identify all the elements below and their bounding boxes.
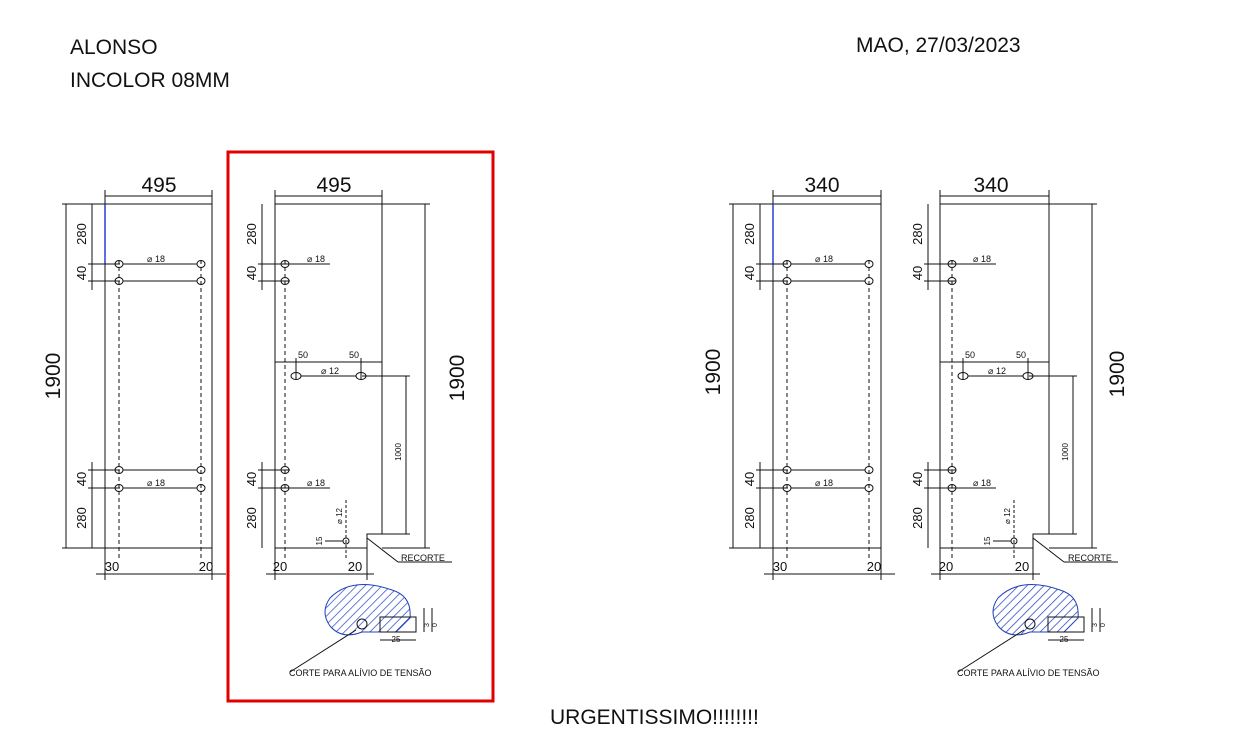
glass-material: INCOLOR 08MM	[70, 69, 230, 92]
header-date: MAO, 27/03/2023	[856, 34, 1021, 57]
panel-d-hole-top: ⌀ 18	[973, 254, 991, 264]
panel-b-relief: CORTE PARA ALÍVIO DE TENSÃO	[289, 668, 432, 678]
panel-c-width: 340	[804, 174, 839, 197]
panel-d-edge-right: 20	[1015, 559, 1029, 574]
panel-d-d-top1: 280	[910, 223, 925, 245]
panel-d-hole-bot: ⌀ 18	[973, 478, 991, 488]
panel-a	[62, 190, 226, 580]
panel-d-height: 1900	[1106, 351, 1129, 398]
panel-c-height: 1900	[702, 349, 725, 396]
panel-a-d-bot1: 40	[74, 472, 89, 486]
panel-a-edge-left: 30	[105, 559, 119, 574]
panel-d-recess: 1000	[1061, 443, 1070, 461]
panel-d-off-right: 50	[1016, 350, 1026, 360]
highlight-frame	[226, 150, 495, 703]
panel-a-width: 495	[141, 174, 176, 197]
panel-a-height: 1900	[42, 353, 65, 400]
panel-c-d-bot2: 280	[742, 507, 757, 529]
panel-c-d-top1: 280	[742, 223, 757, 245]
panel-b-detail-h2: 0	[432, 623, 439, 627]
panel-b-off-left: 50	[298, 350, 308, 360]
panel-b-small-off: 15	[315, 536, 324, 545]
panel-d-detail-w: 25	[1060, 635, 1069, 644]
panel-b-width: 495	[316, 174, 351, 197]
panel-b-edge-right: 20	[348, 559, 362, 574]
panel-b	[258, 190, 452, 673]
panel-c	[729, 190, 895, 580]
panel-d-relief: CORTE PARA ALÍVIO DE TENSÃO	[957, 668, 1100, 678]
panel-b-recess: 1000	[394, 443, 403, 461]
panel-b-off-right: 50	[349, 350, 359, 360]
panel-a-d-bot2: 280	[74, 507, 89, 529]
panel-a-d-top2: 40	[74, 266, 89, 280]
urgent-note: URGENTISSIMO!!!!!!!!	[550, 706, 759, 729]
panel-c-hole-bot: ⌀ 18	[815, 478, 833, 488]
panel-a-hole-bot: ⌀ 18	[147, 478, 165, 488]
header-left: ALONSO INCOLOR 08MM	[70, 31, 230, 97]
panel-b-height: 1900	[446, 355, 469, 402]
panel-d-recorte: RECORTE	[1068, 553, 1112, 563]
panel-d-detail-h2: 0	[1100, 623, 1107, 627]
panel-d-hole-small: ⌀ 12	[1003, 507, 1012, 523]
panel-d-edge-left: 20	[939, 559, 953, 574]
panel-b-edge-left: 20	[273, 559, 287, 574]
panel-d-d-bot1: 40	[910, 472, 925, 486]
panel-a-labels: 495 1900 280 40 40 280 ⌀ 18 ⌀ 18 30 20	[42, 174, 213, 574]
panel-b-d-bot1: 40	[244, 472, 259, 486]
panel-d-d-top2: 40	[910, 266, 925, 280]
panel-d-width: 340	[973, 174, 1008, 197]
panel-b-d-bot2: 280	[244, 507, 259, 529]
panel-d-hole-mid: ⌀ 12	[988, 366, 1006, 376]
panel-c-labels: 340 1900 280 40 40 280 ⌀ 18 ⌀ 18 30 20	[702, 174, 881, 574]
panel-b-d-top1: 280	[244, 223, 259, 245]
panel-a-hole-top: ⌀ 18	[147, 254, 165, 264]
panel-b-hole-mid: ⌀ 12	[321, 366, 339, 376]
panel-a-d-top1: 280	[74, 223, 89, 245]
panel-d-d-bot2: 280	[910, 507, 925, 529]
panel-d-detail-h: 3	[1092, 623, 1099, 627]
panel-c-edge-right: 20	[867, 559, 881, 574]
client-name: ALONSO	[70, 36, 158, 59]
panel-d-small-off: 15	[983, 536, 992, 545]
panel-c-d-bot1: 40	[742, 472, 757, 486]
panel-b-detail-w: 25	[392, 635, 401, 644]
panel-b-detail-h: 3	[424, 623, 431, 627]
panel-b-hole-top: ⌀ 18	[307, 254, 325, 264]
panel-c-edge-left: 30	[773, 559, 787, 574]
panel-d-off-left: 50	[965, 350, 975, 360]
panel-a-edge-right: 20	[199, 559, 213, 574]
panel-b-recorte: RECORTE	[401, 553, 445, 563]
panel-b-hole-small: ⌀ 12	[335, 507, 344, 523]
panel-b-hole-bot: ⌀ 18	[307, 478, 325, 488]
panel-c-d-top2: 40	[742, 266, 757, 280]
panel-c-hole-top: ⌀ 18	[815, 254, 833, 264]
panel-b-d-top2: 40	[244, 266, 259, 280]
panel-d-labels: 340 1900 1000 280 40 40 280 ⌀ 18 ⌀ 18 ⌀ …	[910, 174, 1129, 678]
panel-d	[924, 190, 1118, 673]
panel-b-labels: 495 1900 1000 280 40 40 280 ⌀ 18 ⌀ 18 ⌀ …	[244, 174, 469, 678]
